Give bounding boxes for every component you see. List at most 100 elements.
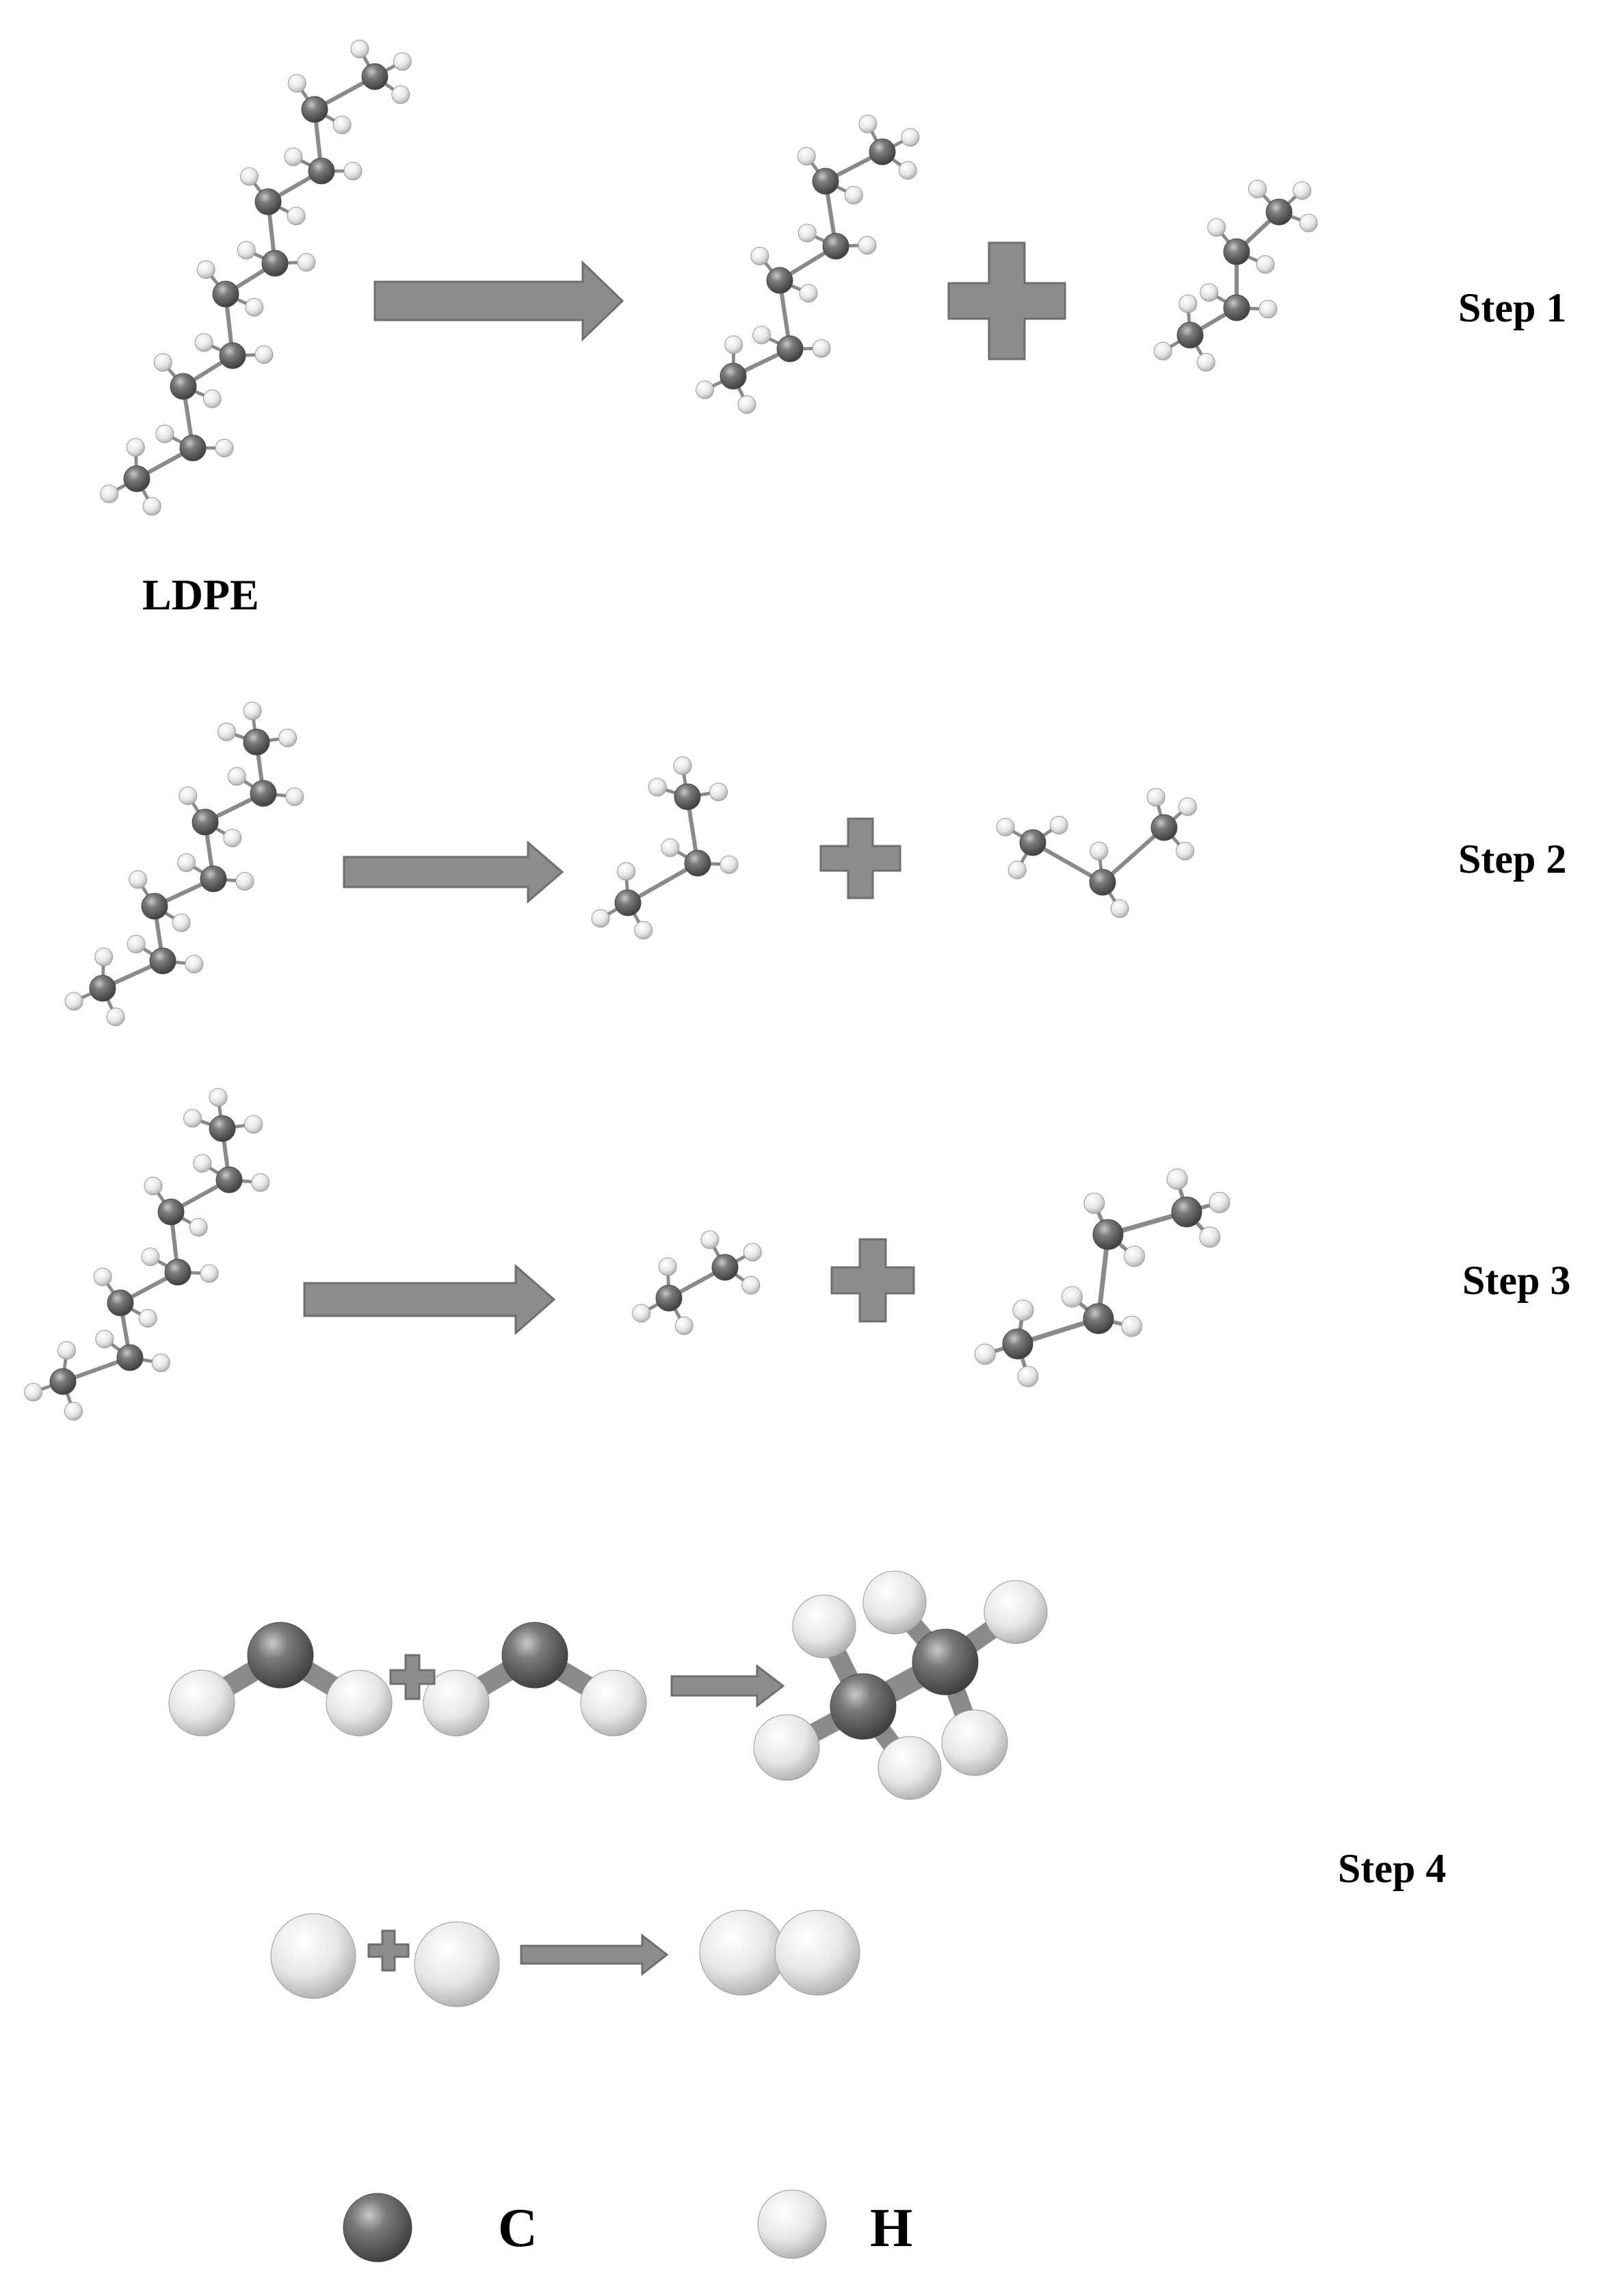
hydrogen-atom	[618, 862, 635, 880]
carbon-atom	[1151, 815, 1177, 841]
hydrogen-atom	[674, 757, 691, 775]
hydrogen-atom	[94, 1268, 111, 1286]
hydrogen-atom	[1200, 1227, 1220, 1248]
hydrogen-atom	[1256, 256, 1274, 274]
hydrogen-atom	[58, 1341, 76, 1359]
carbon-atom	[1020, 830, 1046, 856]
hydrogen-atom	[1167, 1169, 1187, 1189]
hydrogen-atom	[1008, 861, 1026, 879]
hydrogen-atom	[720, 856, 738, 873]
carbon-atom	[124, 466, 150, 492]
hydrogen-atom	[581, 1670, 646, 1736]
carbon-atom	[1224, 295, 1250, 321]
carbon-atom	[813, 168, 839, 194]
hydrogen-atom	[635, 921, 653, 939]
carbon-atom	[150, 948, 176, 974]
carbon-atom	[165, 1259, 191, 1285]
hydrogen-atom	[858, 237, 876, 254]
hydrogen-atom	[172, 914, 190, 932]
hydrogen-atom	[1197, 354, 1215, 371]
hydrogen-atom	[127, 935, 145, 953]
hydrogen-atom	[758, 2190, 826, 2258]
step-3-label: Step 3	[1462, 1260, 1570, 1301]
hydrogen-atom	[661, 839, 679, 856]
hydrogen-atom	[1050, 816, 1068, 834]
legend-hydrogen-label: H	[870, 2201, 912, 2256]
hydrogen-atom	[144, 1177, 162, 1195]
hydrogen-atom	[288, 75, 306, 92]
hydrogen-atom	[287, 207, 305, 225]
carbon-atom	[170, 373, 196, 399]
carbon-atom	[674, 784, 700, 810]
hydrogen-atom	[1154, 342, 1172, 360]
hydrogen-atom	[392, 85, 410, 103]
carbon-atom	[615, 890, 641, 916]
carbon-atom	[823, 233, 849, 259]
hydrogen-atom	[271, 1914, 356, 1998]
ldpe-label: LDPE	[142, 573, 259, 617]
step-1-arrow	[375, 263, 622, 339]
carbon-atom	[1224, 239, 1250, 265]
carbon-atom	[302, 96, 328, 122]
hydrogen-atom	[878, 1737, 941, 1799]
hydrogen-atom	[64, 1402, 82, 1420]
carbon-atom	[308, 158, 334, 184]
hydrogen-atom	[742, 1276, 760, 1294]
hydrogen-atom	[798, 224, 816, 242]
step-4-label: Step 4	[1338, 1848, 1446, 1889]
carbon-atom	[243, 729, 269, 755]
carbon-atom	[1172, 1197, 1202, 1227]
hydrogen-atom	[195, 334, 213, 352]
hydrogen-atom	[351, 40, 369, 58]
hydrogen-atom	[154, 354, 172, 371]
hydrogen-atom	[194, 1154, 211, 1172]
hydrogen-atom	[942, 1710, 1007, 1776]
hydrogen-atom	[1178, 797, 1196, 815]
carbon-atom	[1083, 1304, 1113, 1334]
carbon-atom	[50, 1369, 76, 1395]
step-1-plus	[949, 243, 1065, 359]
hydrogen-atom	[1013, 1300, 1033, 1321]
hydrogen-atom	[152, 1354, 170, 1372]
carbon-atom	[656, 1285, 682, 1311]
hydrogen-atom	[1209, 1192, 1230, 1213]
step-2-arrow	[344, 843, 562, 901]
carbon-atom	[107, 1290, 133, 1316]
hydrogen-atom	[1090, 842, 1108, 860]
hydrogen-atom	[127, 438, 144, 456]
carbon-atom	[1003, 1329, 1033, 1359]
hydrogen-atom	[189, 1218, 207, 1236]
hydrogen-atom	[1179, 295, 1197, 313]
hydrogen-atom	[142, 1248, 159, 1266]
hydrogen-atom	[224, 829, 241, 847]
step-1-label: Step 1	[1458, 287, 1566, 328]
hydrogen-atom	[243, 702, 261, 720]
hydrogen-atom	[633, 1304, 650, 1322]
hydrogen-atom	[129, 871, 147, 888]
carbon-atom	[1090, 869, 1116, 895]
hydrogen-atom	[845, 186, 862, 204]
hydrogen-atom	[414, 1922, 499, 2007]
hydrogen-atom	[798, 147, 815, 165]
carbon-atom	[1177, 322, 1203, 348]
carbon-atom	[255, 189, 281, 215]
hydrogen-atom	[997, 818, 1014, 836]
hydrogen-atom	[984, 1581, 1047, 1644]
hydrogen-atom	[675, 1317, 693, 1334]
hydrogen-atom	[1249, 180, 1267, 198]
atom-layer	[25, 40, 1317, 2262]
hydrogen-atom	[255, 345, 273, 363]
carbon-atom	[180, 435, 206, 461]
carbon-atom	[777, 336, 803, 362]
hydrogen-atom	[156, 425, 174, 443]
carbon-atom	[213, 281, 239, 307]
carbon-atom	[830, 1674, 896, 1739]
step-3-arrow	[304, 1266, 554, 1333]
hydrogen-atom	[1200, 284, 1218, 302]
legend-carbon-label: C	[498, 2201, 538, 2256]
carbon-atom	[220, 343, 246, 369]
hydrogen-atom	[1147, 789, 1165, 806]
hydrogen-atom	[1062, 1286, 1082, 1307]
